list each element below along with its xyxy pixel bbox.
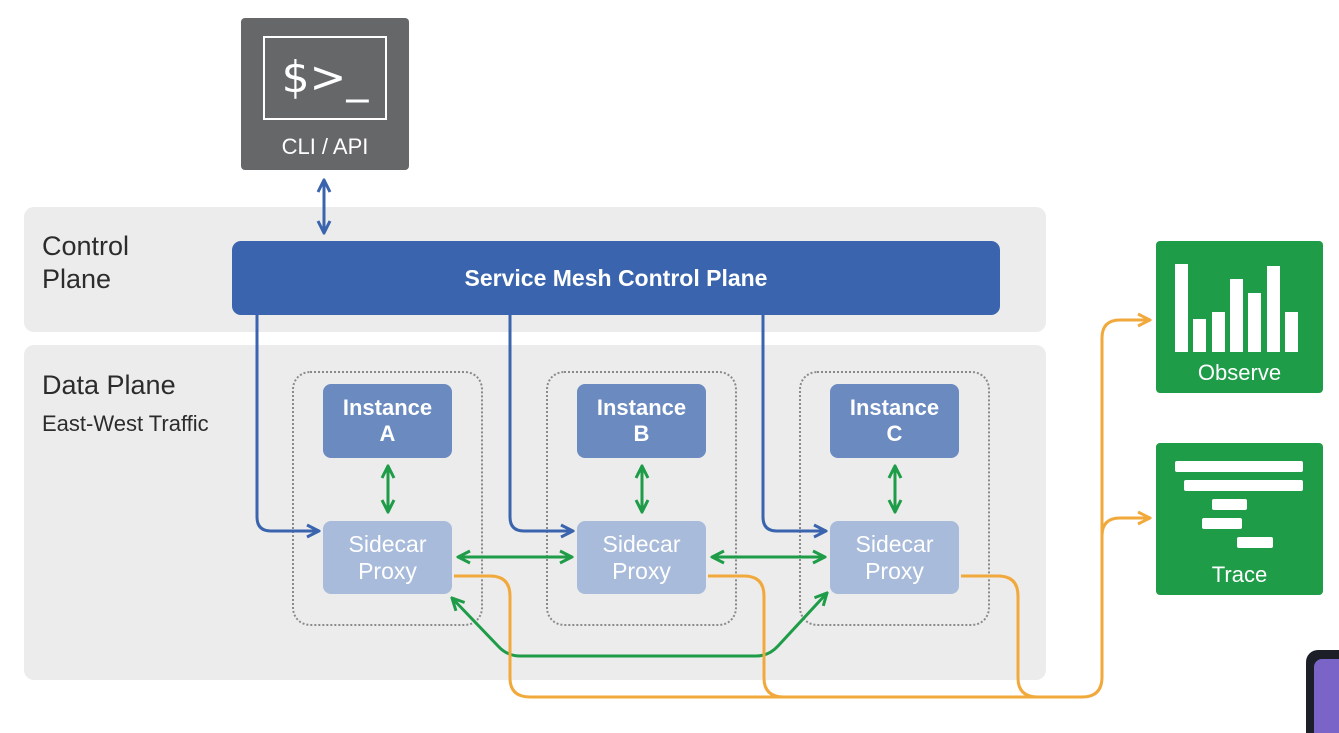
control-plane-title-line1: Control bbox=[42, 231, 130, 261]
trace-span bbox=[1202, 518, 1242, 529]
observe-bar bbox=[1266, 266, 1280, 352]
data-plane-subtitle: East-West Traffic bbox=[42, 411, 209, 436]
instance-b[interactable]: Instance B bbox=[577, 384, 706, 458]
sidecar-c-line2: Proxy bbox=[865, 557, 924, 584]
observe-bar bbox=[1193, 319, 1207, 352]
control-to-sidecar-b bbox=[508, 315, 573, 531]
observe-bar bbox=[1175, 264, 1188, 352]
sidecar-b-line2: Proxy bbox=[612, 557, 671, 584]
telemetry-flow-a bbox=[454, 320, 1150, 699]
control-to-sidecar-a bbox=[255, 315, 319, 531]
sidecar-b-line1: Sidecar bbox=[602, 530, 681, 557]
sidecar-c-line1: Sidecar bbox=[855, 530, 934, 557]
observe-bar bbox=[1284, 312, 1298, 352]
control-plane-title: Control Plane bbox=[42, 230, 129, 296]
instance-b-line2: B bbox=[633, 421, 650, 446]
pod-a bbox=[292, 371, 483, 626]
observe-bar bbox=[1248, 293, 1262, 352]
sidecar-a-line2: Proxy bbox=[358, 557, 417, 584]
service-mesh-control-plane[interactable]: Service Mesh Control Plane bbox=[232, 241, 1000, 315]
telemetry-flow-b bbox=[708, 574, 785, 699]
telemetry-to-trace bbox=[1100, 518, 1150, 537]
cli-api-box[interactable]: $>_ CLI / API bbox=[241, 18, 409, 170]
trace-span bbox=[1237, 537, 1273, 548]
telemetry-flow-c bbox=[961, 574, 1039, 699]
control-to-sidecar-c bbox=[761, 315, 826, 531]
pod-b bbox=[546, 371, 737, 626]
data-plane-title: Data Plane bbox=[42, 370, 176, 400]
cli-api-label: CLI / API bbox=[281, 134, 369, 159]
trace-label: Trace bbox=[1211, 562, 1268, 587]
control-plane-title-line2: Plane bbox=[42, 264, 112, 294]
instance-c-line1: Instance bbox=[849, 395, 940, 420]
observe-label: Observe bbox=[1197, 360, 1282, 385]
observe-bar bbox=[1211, 312, 1225, 352]
corner-widget bbox=[1306, 650, 1339, 733]
sidecar-proxy-b[interactable]: Sidecar Proxy bbox=[577, 521, 706, 594]
sidecar-proxy-a[interactable]: Sidecar Proxy bbox=[323, 521, 452, 594]
trace-span bbox=[1184, 480, 1303, 491]
instance-a-line2: A bbox=[379, 421, 396, 446]
trace-span bbox=[1175, 461, 1303, 472]
sidecar-a-c-arrow bbox=[452, 593, 827, 658]
observe-bar bbox=[1229, 279, 1243, 352]
instance-c[interactable]: Instance C bbox=[830, 384, 959, 458]
instance-a[interactable]: Instance A bbox=[323, 384, 452, 458]
pod-c bbox=[799, 371, 990, 626]
corner-widget-inner bbox=[1314, 659, 1339, 733]
terminal-icon: $>_ bbox=[263, 36, 387, 120]
sidecar-proxy-c[interactable]: Sidecar Proxy bbox=[830, 521, 959, 594]
instance-a-line1: Instance bbox=[342, 395, 433, 420]
trace-box[interactable]: Trace bbox=[1156, 443, 1323, 595]
instance-c-line2: C bbox=[886, 421, 903, 446]
sidecar-a-line1: Sidecar bbox=[348, 530, 427, 557]
observe-box[interactable]: Observe bbox=[1156, 241, 1323, 393]
trace-span bbox=[1212, 499, 1247, 510]
instance-b-line1: Instance bbox=[596, 395, 687, 420]
